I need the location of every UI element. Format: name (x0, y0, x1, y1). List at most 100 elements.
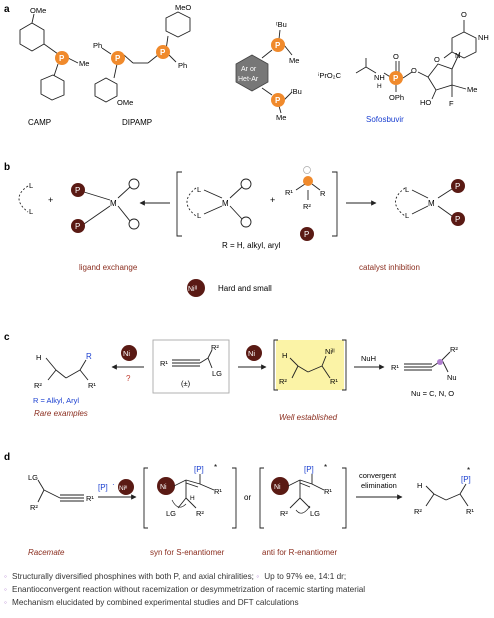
sofo-o-link: O (411, 66, 417, 75)
dipamp-p1-label: P (115, 54, 121, 63)
ni-badge (187, 279, 205, 297)
sofo-f: F (449, 99, 454, 108)
sofo-nh: NH (374, 73, 385, 82)
ni-right-badge (246, 345, 262, 361)
or-label: or (244, 493, 251, 502)
ar-tbu-2: ᵗBu (291, 87, 302, 96)
sofosbuvir-bonds (355, 20, 477, 100)
syn-p: [P] (194, 465, 204, 474)
nu-definition: Nu = C, N, O (411, 389, 454, 398)
r-definition: R = H, alkyl, aryl (222, 241, 281, 250)
anti-lg: LG (310, 509, 320, 518)
phosphine-r2: R² (303, 202, 311, 211)
intermediate-bonds (289, 355, 331, 379)
panel-d-label: d (4, 452, 10, 463)
left-r-2 (128, 218, 140, 230)
dipamp-name: DIPAMP (122, 118, 152, 127)
note-2: ◦Enantioconvergent reaction without race… (4, 584, 365, 595)
hard-small-label: Hard and small (218, 284, 272, 293)
sofo-nh-ring: NH (478, 33, 489, 42)
sofo-me: Me (467, 85, 477, 94)
dipamp-structure (94, 11, 191, 103)
anti-r1: R¹ (324, 487, 332, 496)
syn-lg: LG (166, 509, 176, 518)
product-c-nu: Nu (447, 373, 457, 382)
free-ligand-l1: L (29, 181, 33, 190)
left-r-1 (128, 178, 140, 190)
anti-r2: R² (280, 509, 288, 518)
dipamp-p-atom-1 (111, 51, 125, 65)
intermediate-highlight (276, 340, 344, 390)
right-p-atom-2 (451, 212, 465, 226)
ar-label-2: Het-Ar (238, 76, 259, 83)
sofo-ring-n: N (455, 51, 460, 60)
ni-right-label: Ni (248, 349, 255, 358)
camp-structure (19, 13, 79, 101)
panel-b-label: b (4, 162, 10, 173)
center-l1: L (197, 185, 201, 194)
racemate-r1: R¹ (86, 494, 94, 503)
dipamp-meo: MeO (175, 3, 191, 12)
note-1b-text: Up to 97% ee, 14:1 dr; (264, 572, 347, 581)
plus-1: + (48, 195, 53, 205)
phosphine-r1: R¹ (285, 188, 293, 197)
substrate-bonds (172, 349, 213, 369)
left-allene-r2: R² (34, 381, 42, 390)
reagent-ni-label: Niᴵᴵ (119, 485, 127, 492)
camp-name: CAMP (28, 118, 51, 127)
ar-me-1: Me (289, 56, 299, 65)
ar-p-atom-1 (271, 38, 285, 52)
syn-label: syn for S-enantiomer (150, 548, 225, 557)
sofo-h: H (377, 83, 382, 90)
racemate-r2: R² (30, 503, 38, 512)
free-ligand-l2: L (29, 207, 33, 216)
syn-bracket-l (143, 467, 148, 529)
final-star: * (467, 466, 470, 475)
anti-bracket-r (342, 467, 347, 529)
anti-ni-label: Ni (274, 484, 281, 491)
ni-left-badge (121, 345, 137, 361)
product-c-r2: R² (450, 345, 458, 354)
int-r1: R¹ (330, 377, 338, 386)
syn-bonds (173, 474, 215, 509)
nuh-label: NuH (361, 354, 376, 363)
int-ni: Niᴵᴵ (325, 347, 335, 356)
sofosbuvir-name: Sofosbuvir (366, 115, 404, 124)
bullet-icon: ◦ (4, 598, 7, 607)
anti-ni (271, 477, 289, 495)
bracket-left (176, 171, 182, 237)
int-h: H (282, 351, 287, 360)
anti-star: * (324, 463, 327, 472)
intermediate-bracket-l (273, 339, 278, 391)
sofo-top-o: O (461, 10, 467, 19)
aryl-hexagon (235, 54, 269, 92)
bracket-right (332, 171, 338, 237)
plus-2: + (270, 195, 275, 205)
final-h: H (417, 481, 422, 490)
syn-ni (157, 477, 175, 495)
syn-ni-label: Ni (160, 484, 167, 491)
right-p-atom-1 (451, 179, 465, 193)
bullet-icon: ◦ (4, 572, 7, 581)
note-3: ◦Mechanism elucidated by combined experi… (4, 597, 299, 608)
right-ligand-arc (395, 187, 406, 217)
reagent-dot: · (112, 480, 115, 489)
sofo-oph: OPh (389, 93, 404, 102)
convergent-label-1: convergent (359, 471, 397, 480)
ni-badge-label: Niᴵᴵ (188, 286, 197, 293)
left-p-atom-2 (71, 219, 85, 233)
anti-bonds (287, 474, 325, 509)
sofosbuvir-p-atom (389, 71, 403, 85)
camp-p-label: P (59, 54, 65, 63)
left-allene-r1: R¹ (88, 381, 96, 390)
right-p1-label: P (455, 182, 460, 191)
syn-r1: R¹ (214, 487, 222, 496)
center-m: M (222, 199, 229, 208)
final-allene-bonds (425, 483, 469, 507)
left-p2-label: P (75, 222, 80, 231)
question-mark: ? (126, 374, 131, 383)
left-allene-h: H (36, 353, 41, 362)
int-r2: R² (279, 377, 287, 386)
phosphine-bonds (295, 183, 321, 200)
panel-c-label: c (4, 332, 10, 343)
